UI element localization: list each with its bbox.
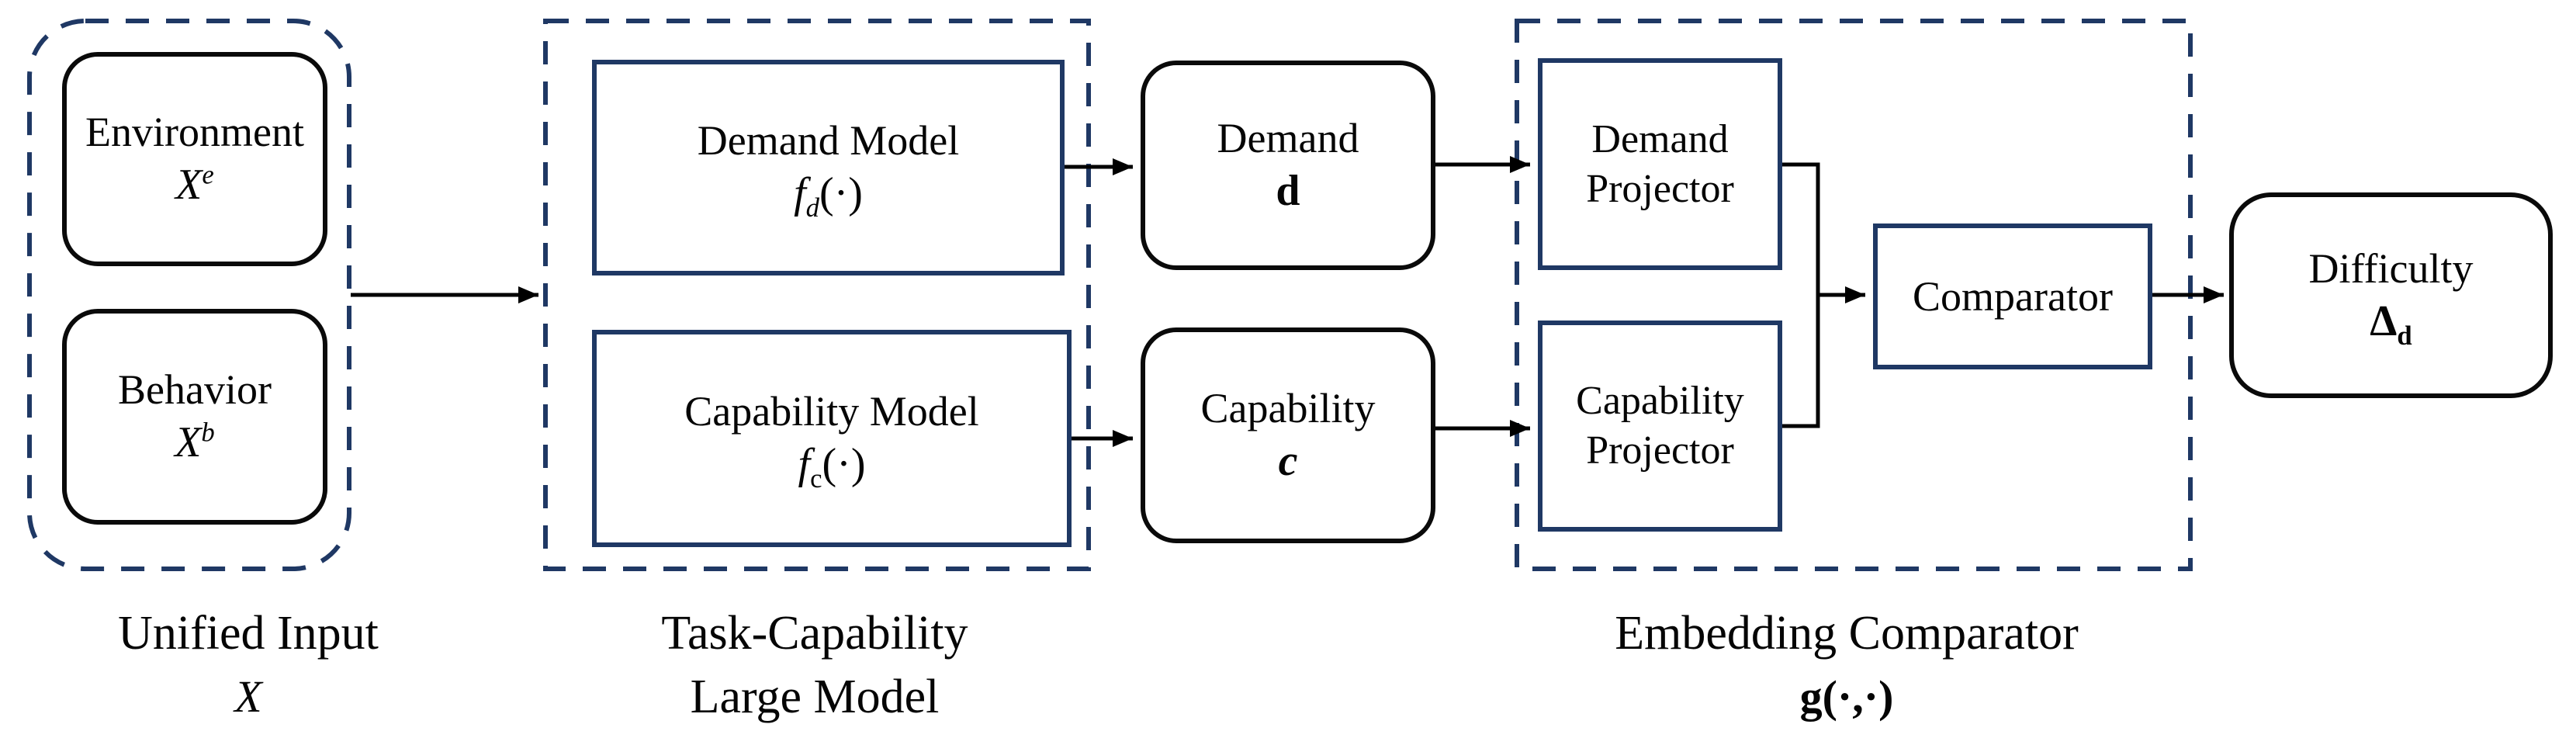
demand-title: Demand [1217, 115, 1359, 161]
environment-symbol: Xe [175, 159, 214, 209]
capability-symbol: c [1278, 437, 1298, 485]
demand-box: Demand d [1141, 61, 1435, 270]
behavior-box: Behavior Xb [62, 309, 327, 525]
unified-input-label-symbol: X [234, 671, 262, 722]
embedding-comparator-label-text: Embedding Comparator [1615, 607, 2079, 660]
capability-projector-line2: Projector [1586, 428, 1734, 473]
unified-input-label-text: Unified Input [118, 607, 379, 660]
environment-title: Environment [85, 109, 304, 155]
behavior-symbol: Xb [175, 417, 215, 466]
capability-title: Capability [1200, 385, 1376, 431]
capability-model-box: Capability Model fc(·) [592, 330, 1072, 547]
embedding-comparator-label: Embedding Comparator g(·,·) [1521, 601, 2173, 729]
projector-merge-bus [1782, 162, 1820, 428]
difficulty-box: Difficulty Δd [2229, 192, 2553, 398]
task-capability-label: Task-Capability Large Model [574, 601, 1055, 729]
comparator-box: Comparator [1873, 224, 2152, 369]
demand-projector-box: Demand Projector [1538, 58, 1782, 270]
capability-box: Capability c [1141, 327, 1435, 543]
demand-model-title: Demand Model [697, 117, 960, 164]
task-capability-label-line1: Task-Capability [661, 607, 968, 660]
embedding-comparator-label-symbol: g(·,·) [1799, 671, 1894, 722]
task-capability-group-border [543, 19, 1091, 571]
behavior-title: Behavior [118, 366, 272, 413]
demand-model-symbol: fd(·) [794, 169, 863, 224]
unified-input-label: Unified Input X [31, 601, 466, 729]
task-capability-label-line2: Large Model [690, 670, 940, 723]
capability-projector-box: Capability Projector [1538, 321, 1782, 532]
comparator-title: Comparator [1913, 273, 2113, 320]
environment-box: Environment Xe [62, 52, 327, 266]
demand-projector-line1: Demand [1591, 116, 1729, 161]
demand-model-box: Demand Model fd(·) [592, 60, 1065, 275]
capability-model-title: Capability Model [684, 388, 979, 435]
difficulty-title: Difficulty [2308, 244, 2474, 292]
unified-input-group-border [27, 19, 351, 571]
difficulty-symbol: Δd [2370, 296, 2412, 351]
demand-projector-line2: Projector [1586, 166, 1734, 211]
capability-model-symbol: fc(·) [798, 440, 866, 494]
capability-projector-line1: Capability [1576, 379, 1744, 423]
demand-symbol: d [1276, 167, 1300, 215]
